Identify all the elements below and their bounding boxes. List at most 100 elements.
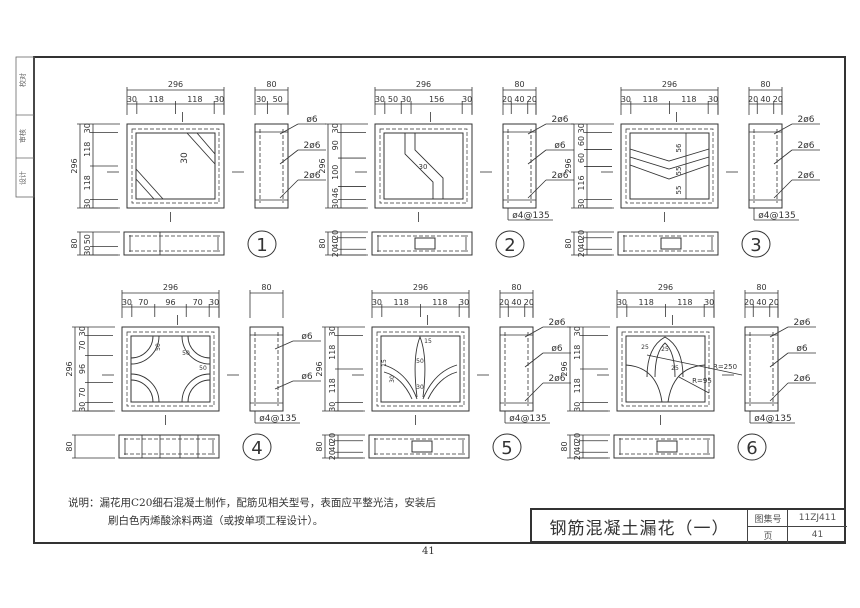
plan-view-outline (371, 231, 473, 256)
inner-opening (380, 335, 461, 403)
dimension-label: 50 (388, 95, 398, 104)
pattern-1: 30 (135, 132, 216, 200)
page-number: 41 (422, 546, 435, 557)
plan-view (371, 231, 473, 256)
dimension-label: 118 (639, 298, 654, 307)
front-view-outline (374, 123, 473, 209)
rebar-leader (769, 352, 789, 368)
side-strip (15, 56, 35, 198)
dimension-label: 118 (328, 378, 337, 393)
plan-view-outline (617, 231, 719, 256)
dimension-label: 80 (70, 238, 79, 248)
dimension-label: 80 (315, 441, 324, 451)
dimension-label: 30 (122, 298, 132, 307)
dimension-label: 30 (78, 326, 87, 336)
dimension-label: 118 (573, 378, 582, 393)
inner-label: 25 (671, 365, 679, 372)
side-view-outline (748, 123, 783, 209)
pattern-stroke (181, 373, 211, 403)
dimension-label: 20 (773, 95, 783, 104)
pattern-stroke (130, 373, 160, 403)
dimension-label: 118 (677, 298, 692, 307)
plan-view (613, 434, 715, 459)
rebar-label: ø6 (554, 141, 566, 151)
rebar-label: 2ø6 (798, 141, 815, 151)
side-strip-label: 审核 (18, 129, 27, 143)
dimension-label: 20 (328, 433, 337, 443)
dimension-label: 80 (266, 80, 276, 89)
rebar-leader (527, 149, 547, 165)
dimension-label: 70 (78, 340, 87, 350)
stirrup-label: ø4@135 (754, 414, 791, 424)
dimension-label: 116 (577, 175, 586, 190)
dimension-label: 80 (560, 441, 569, 451)
dimension-label: 96 (165, 298, 175, 307)
dimension-label: 30 (214, 95, 224, 104)
plan-rib (414, 237, 436, 250)
inner-label: 30 (180, 152, 190, 164)
page-value: 41 (787, 527, 847, 543)
detail-number: 1 (256, 235, 267, 256)
dimension-label: 80 (318, 238, 327, 248)
inner-label: 50 (155, 343, 162, 351)
rebar-label: ø6 (796, 344, 808, 354)
rebar-leader (279, 179, 299, 199)
dimension-label: 118 (394, 298, 409, 307)
inner-opening (383, 132, 464, 200)
dimension-label: 30 (372, 298, 382, 307)
pattern-stroke (383, 371, 413, 400)
plan-view (118, 434, 220, 459)
detail-number-circle (495, 230, 525, 258)
dimension-label: 80 (261, 283, 271, 292)
dimension-label: 30 (573, 326, 582, 336)
dimension-label: 20 (573, 433, 582, 443)
dimension-label: 30 (256, 95, 266, 104)
dimension-label: 296 (564, 158, 573, 173)
dimension-label: 100 (331, 165, 340, 180)
dimension-label: 296 (662, 80, 677, 89)
pattern-stroke (186, 132, 216, 165)
inner-opening (135, 132, 216, 200)
dimension-label: 30 (704, 298, 714, 307)
inner-label: 50 (199, 365, 207, 372)
front-view-outline (126, 123, 225, 209)
detail-number-circle (741, 230, 771, 258)
inner-label: 30 (389, 375, 396, 383)
dimension-label: 296 (168, 80, 183, 89)
sheet-frame (33, 56, 846, 544)
inner-label: 55 (675, 186, 683, 195)
inner-opening (130, 335, 211, 403)
dimension-label: 96 (78, 364, 87, 374)
pattern-stroke (629, 164, 710, 180)
atlas-label: 图集号 (747, 510, 788, 527)
dimension-label: 30 (375, 95, 385, 104)
dimension-label: 70 (78, 387, 87, 397)
side-view-outline (499, 326, 534, 412)
rebar-label: 2ø6 (304, 141, 321, 151)
detail-number: 2 (504, 235, 515, 256)
dimension-label: 40 (514, 95, 524, 104)
inner-label: 15 (424, 338, 432, 345)
plan-view-outline (123, 231, 225, 256)
dimension-label: 40 (760, 95, 770, 104)
detail-number: 4 (251, 438, 262, 459)
detail-number: 6 (746, 438, 757, 459)
dimension-label: 30 (83, 199, 92, 209)
side-strip-label: 校对 (18, 73, 27, 87)
dimension-label: 30 (577, 199, 586, 209)
rebar-outline (379, 128, 468, 204)
dimension-label: 60 (577, 153, 586, 163)
rebar-leader (773, 149, 793, 165)
drawing-title: 钢筋混凝土漏花（一） (549, 519, 730, 539)
